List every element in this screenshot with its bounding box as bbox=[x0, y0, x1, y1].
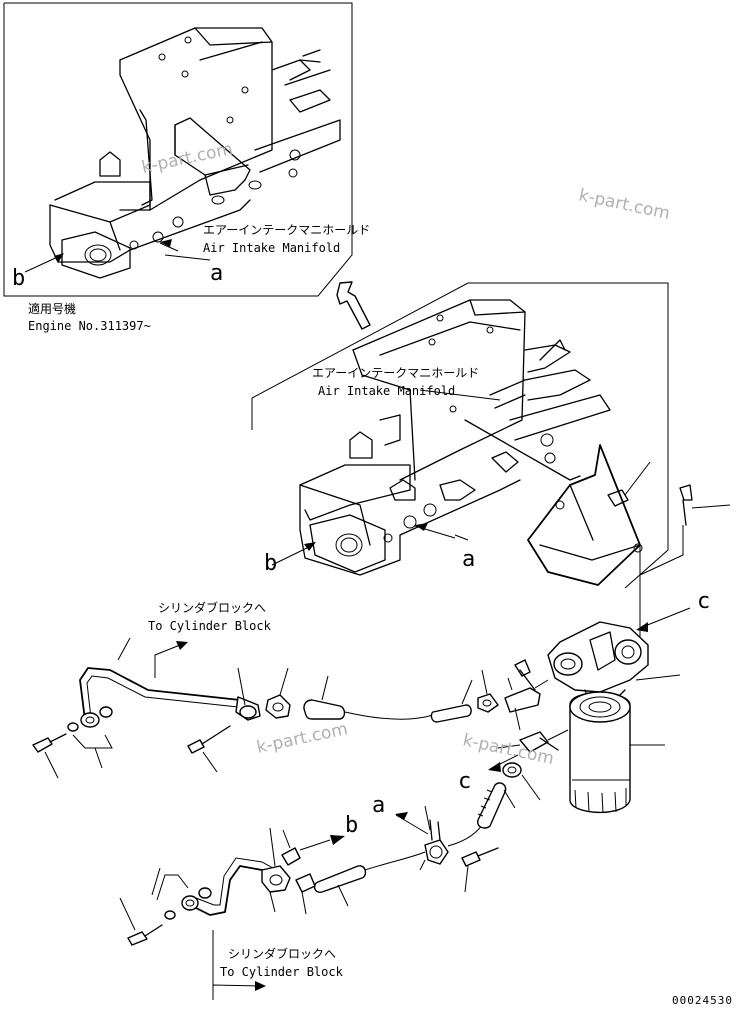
watermark-2: k-part.com bbox=[577, 185, 672, 224]
inset-callout-a: a bbox=[210, 261, 223, 286]
inset-applicability-jp: 適用号機 bbox=[28, 301, 76, 316]
drawing-number: 00024530 bbox=[672, 994, 733, 1007]
to-cylinder-bottom-leader bbox=[212, 930, 266, 1000]
inset-pointer-arrow bbox=[336, 281, 371, 330]
filter-head bbox=[547, 621, 681, 706]
hose-callout-b: b bbox=[345, 813, 358, 838]
hose-callout-a: a bbox=[372, 793, 385, 818]
inset-callout-b: b bbox=[12, 266, 25, 291]
to-cylinder-bottom-jp: シリンダブロックへ bbox=[228, 946, 336, 961]
main-manifold-label-en: Air Intake Manifold bbox=[318, 384, 455, 398]
inset-applicability-en: Engine No.311397~ bbox=[28, 319, 151, 333]
filter-cartridge bbox=[569, 691, 665, 814]
fitting-callout-c: c bbox=[458, 769, 471, 794]
callout-c-arrow bbox=[636, 607, 691, 632]
main-callout-a: a bbox=[462, 547, 475, 572]
to-cylinder-top-jp: シリンダブロックへ bbox=[158, 600, 266, 615]
to-cylinder-top-leader bbox=[154, 641, 188, 678]
main-manifold-drawing bbox=[271, 299, 731, 640]
main-callout-c: c bbox=[697, 589, 710, 614]
inset-frame bbox=[3, 2, 353, 297]
watermark-3: k-part.com bbox=[255, 719, 350, 758]
to-cylinder-top-en: To Cylinder Block bbox=[148, 619, 272, 633]
main-manifold-label-jp: エアーインテークマニホールド bbox=[312, 366, 479, 380]
to-cylinder-bottom-en: To Cylinder Block bbox=[220, 965, 344, 979]
lower-pipe-assembly bbox=[119, 707, 569, 946]
inset-manifold-label-jp: エアーインテークマニホールド bbox=[203, 223, 370, 237]
upper-pipe-assembly bbox=[32, 637, 549, 779]
main-callout-b: b bbox=[264, 551, 277, 576]
inset-manifold-label-en: Air Intake Manifold bbox=[203, 241, 340, 255]
inset-manifold-drawing bbox=[24, 27, 341, 279]
main-frame bbox=[251, 282, 669, 589]
